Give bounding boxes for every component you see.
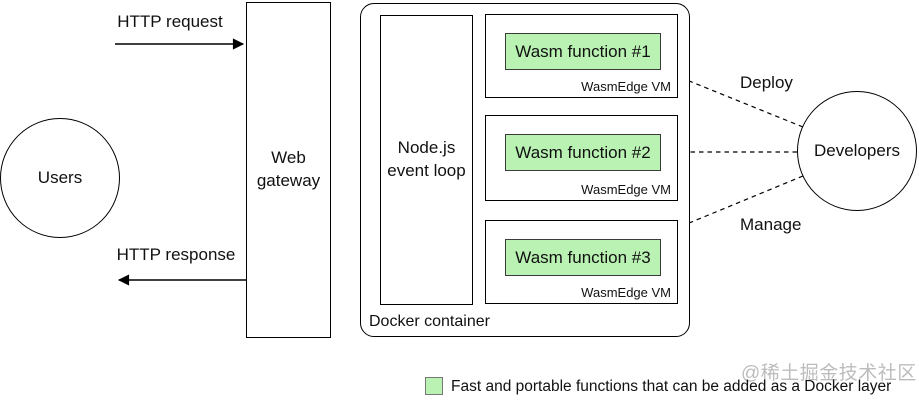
users-label: Users xyxy=(37,168,83,187)
wasmedge-vm-box-1: Wasm function #1 WasmEdge VM xyxy=(485,14,678,98)
wasmedge-vm-box-3: Wasm function #3 WasmEdge VM xyxy=(485,220,678,304)
wasmedge-vm-box-2: Wasm function #2 WasmEdge VM xyxy=(485,115,678,201)
developers-label: Developers xyxy=(814,141,900,160)
http-response-label: HTTP response xyxy=(116,245,236,264)
deploy-label: Deploy xyxy=(740,73,793,92)
nodejs-label: Node.js event loop xyxy=(387,138,466,180)
web-gateway-label: Web gateway xyxy=(256,148,321,190)
wasmedge-vm-2-label: WasmEdge VM xyxy=(581,182,671,197)
watermark-text: @稀土掘金技术社区 xyxy=(741,363,917,384)
developers-node: Developers xyxy=(797,91,917,211)
manage-label: Manage xyxy=(740,215,802,234)
wasm-function-2-box: Wasm function #2 xyxy=(505,134,661,171)
wasm-function-2-label: Wasm function #2 xyxy=(515,142,651,162)
wasm-function-3-box: Wasm function #3 xyxy=(505,239,661,276)
wasm-function-1-label: Wasm function #1 xyxy=(515,41,651,61)
wasmedge-vm-1-label: WasmEdge VM xyxy=(581,79,671,94)
web-gateway-node: Web gateway xyxy=(246,2,331,338)
nodejs-event-loop-node: Node.js event loop xyxy=(380,15,473,305)
legend-text: Fast and portable functions that can be … xyxy=(451,378,892,395)
docker-container-label: Docker container xyxy=(369,313,490,330)
users-node: Users xyxy=(0,118,120,238)
wasm-function-3-label: Wasm function #3 xyxy=(515,247,651,267)
wasm-function-1-box: Wasm function #1 xyxy=(505,33,661,70)
wasmedge-vm-3-label: WasmEdge VM xyxy=(581,285,671,300)
legend-green-swatch xyxy=(425,377,443,395)
http-request-label: HTTP request xyxy=(117,12,223,31)
